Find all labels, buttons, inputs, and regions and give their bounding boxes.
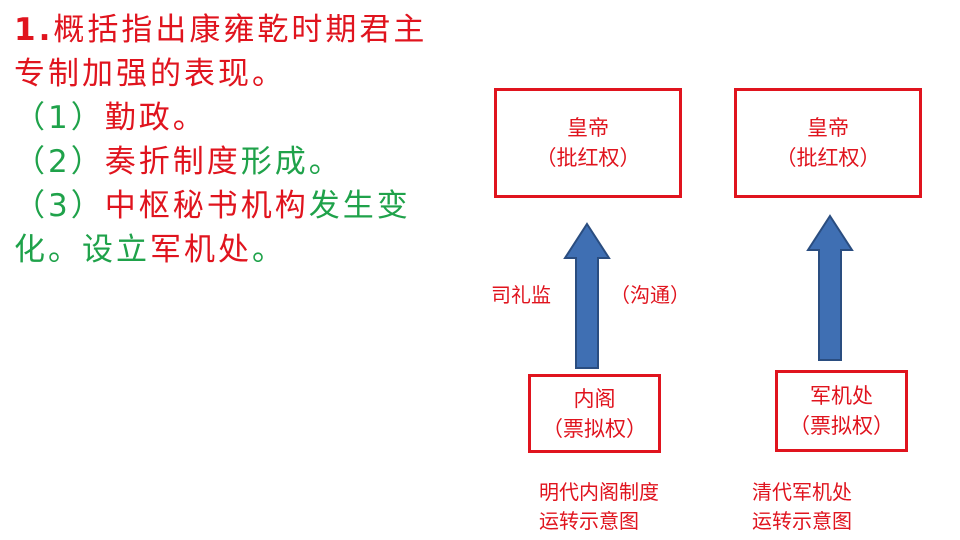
point-2-number: （2） [14,144,105,180]
ming-cabinet-sub: （票拟权） [542,416,647,441]
point-2-text-green: 形成。 [240,144,343,180]
qing-caption-line-1: 清代军机处 [752,480,852,504]
qing-emperor-title: 皇帝 [807,116,849,140]
ming-caption: 明代内阁制度 运转示意图 [539,478,659,536]
qing-emperor-box: 皇帝 （批红权） [734,88,922,198]
ming-right-label: （沟通） [610,283,690,307]
qing-up-arrow-icon [806,214,854,361]
ming-up-arrow-icon [563,222,611,369]
ming-emperor-box: 皇帝 （批红权） [494,88,682,198]
ming-emperor-sub: （批红权） [535,146,641,170]
point-3-text-red-b: 军机处 [150,232,252,268]
qing-emperor-sub: （批红权） [775,146,881,170]
point-2-text-red: 奏折制度 [104,144,241,180]
ming-caption-line-1: 明代内阁制度 [539,480,659,504]
point-1-text: 勤政。 [104,100,207,136]
qing-caption-line-2: 运转示意图 [752,509,852,533]
qing-caption: 清代军机处 运转示意图 [752,478,852,536]
summary-text: 1.概括指出康雍乾时期君主 专制加强的表现。 （1）勤政。 （2）奏折制度形成。… [14,8,484,272]
point-3-text-red: 中枢秘书机构 [104,188,309,224]
point-2: （2）奏折制度形成。 [14,140,484,184]
point-3-text-green-b: 化。设立 [14,232,150,268]
point-1-number: （1） [14,100,105,136]
point-3-number: （3） [14,188,105,224]
heading-line-1: 1.概括指出康雍乾时期君主 [14,8,484,52]
qing-grand-council-title: 军机处 [810,384,873,408]
qing-grand-council-sub: （票拟权） [789,414,894,438]
qing-grand-council-box: 军机处 （票拟权） [775,370,908,452]
heading-text-1: 概括指出康雍乾时期君主 [53,12,428,48]
ming-caption-line-2: 运转示意图 [539,509,639,533]
heading-line-2: 专制加强的表现。 [14,56,286,92]
point-3-text-green-c: 。 [252,232,286,268]
heading-number: 1. [14,12,54,48]
ming-cabinet-box: 内阁 （票拟权） [528,374,661,453]
ming-emperor-title: 皇帝 [567,116,609,140]
ming-cabinet-title: 内阁 [573,386,616,411]
point-3: （3）中枢秘书机构发生变 [14,184,484,228]
point-3-continued: 化。设立军机处。 [14,228,484,272]
point-1: （1）勤政。 [14,96,484,140]
point-3-text-green-a: 发生变 [308,188,411,224]
ming-left-label: 司礼监 [491,283,551,307]
